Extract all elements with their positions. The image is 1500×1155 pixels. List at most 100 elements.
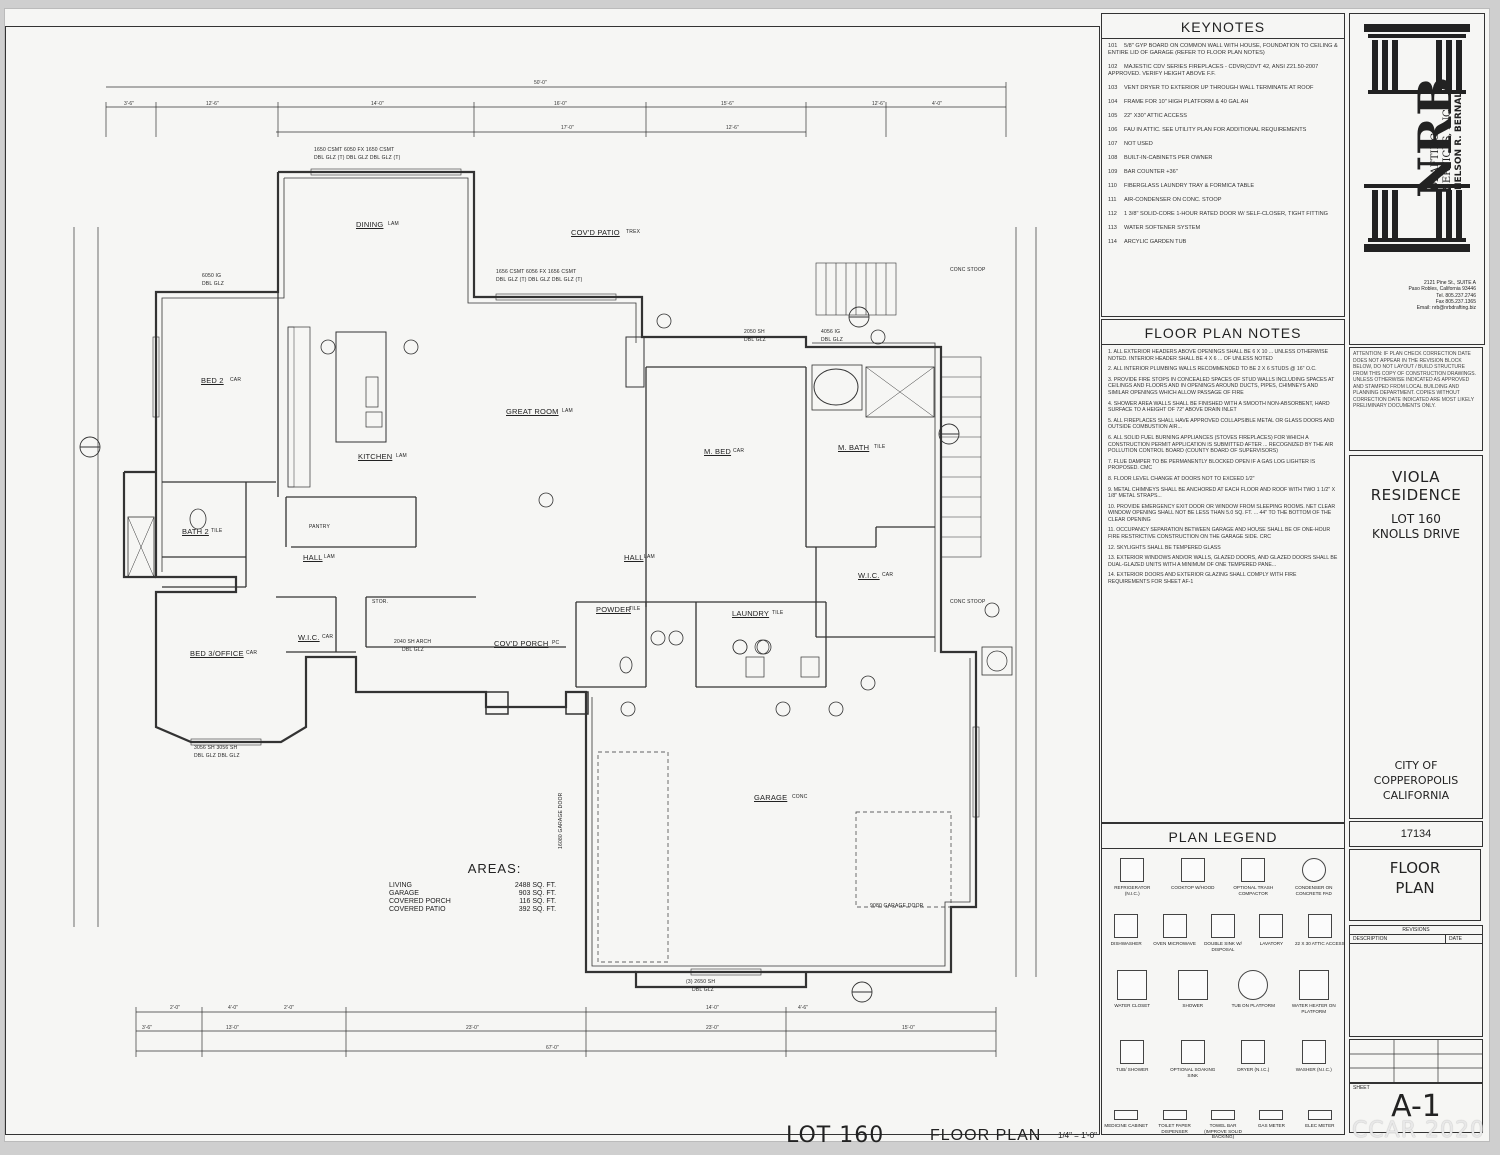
sheet-info-grid (1349, 1039, 1483, 1083)
keynote-text: 1 3/8" SOLID-CORE 1-HOUR RATED DOOR W/ S… (1124, 211, 1329, 217)
legend-label: DOUBLE SINK W/ DISPOSAL (1204, 941, 1242, 952)
firm-name: DRAFTING (1430, 132, 1441, 190)
floor-plan-note: 12. SKYLIGHTS SHALL BE TEMPERED GLASS (1108, 544, 1221, 551)
window-callout: DBL GLZ (T) DBL GLZ DBL GLZ (T) (314, 155, 401, 161)
legend-symbol-icon (1162, 914, 1187, 938)
address-line: Tel. 805.237.2746 (1436, 292, 1476, 299)
window-callout: 4056 IG (821, 329, 841, 335)
legend-symbol-icon (1117, 970, 1148, 1000)
room-finish: CAR (882, 572, 894, 578)
revisions-columns: DESCRIPTION DATE (1350, 935, 1482, 944)
dimension: 17'-0" (561, 125, 574, 131)
legend-symbol-icon (1259, 1110, 1284, 1120)
dimension: 15'-6" (721, 101, 734, 107)
window-callout: DBL GLZ (T) DBL GLZ DBL GLZ (T) (496, 277, 583, 283)
dimension: 2'-0" (170, 1005, 180, 1011)
legend-item: WASHER (N.I.C.) (1289, 1040, 1339, 1073)
room-finish: CAR (230, 377, 242, 383)
legend-symbol-icon (1120, 858, 1145, 882)
plan-legend-title: PLAN LEGEND (1102, 824, 1344, 849)
keynote-text: AIR-CONDENSER ON CONC. STOOP (1124, 197, 1222, 203)
floor-plan-note: 14. EXTERIOR DOORS AND EXTERIOR GLAZING … (1108, 572, 1297, 586)
legend-item: WATER CLOSET (1107, 970, 1157, 1009)
room-label-storage: STOR. (372, 599, 389, 605)
keynote-text: ARCYLIC GARDEN TUB (1124, 239, 1187, 245)
keynote-text: WATER SOFTENER SYSTEM (1124, 225, 1201, 231)
legend-label: DRYER (N.I.C.) (1237, 1067, 1270, 1072)
legend-label: ELEC METER (1305, 1123, 1335, 1128)
keynote-number: 101 (1108, 43, 1118, 49)
keynote-number: 106 (1108, 127, 1118, 133)
drawing-sheet-title: FLOOR PLAN (930, 1127, 1042, 1144)
floor-plan-notes-title: FLOOR PLAN NOTES (1102, 320, 1344, 345)
room-finish: CAR (733, 448, 745, 454)
area-label: COVERED PATIO (389, 906, 446, 913)
floor-plan-note: 2. ALL INTERIOR PLUMBING WALLS RECOMMEND… (1108, 366, 1317, 373)
keynote-text: BUILT-IN-CABINETS PER OWNER (1124, 155, 1213, 161)
floor-plan-notes-list: 1. ALL EXTERIOR HEADERS ABOVE OPENINGS S… (1102, 345, 1344, 594)
legend-symbol-icon (1298, 970, 1329, 1000)
legend-label: WASHER (N.I.C.) (1295, 1067, 1332, 1072)
dimension: 12'-6" (206, 101, 219, 107)
dimension: 4'-6" (798, 1005, 808, 1011)
dimension: 14'-0" (371, 101, 384, 107)
legend-symbol-icon (1259, 914, 1284, 938)
city-line: CALIFORNIA (1382, 789, 1450, 802)
legend-symbol-icon (1307, 914, 1332, 938)
legend-symbol-icon (1301, 858, 1326, 882)
keynote-number: 113 (1108, 225, 1117, 231)
legend-symbol-icon (1241, 1040, 1266, 1064)
room-label-master-bed: M. BED (704, 447, 732, 456)
room-finish: TREX (626, 229, 641, 235)
address-line: Paso Robles, California 93446 (1408, 286, 1476, 293)
dimension: 3'-6" (142, 1025, 152, 1031)
sheet-number-box: SHEET A-1 (1349, 1083, 1483, 1133)
legend-item: TOWEL BAR (IMPROVE SOLID BACKING) (1198, 1110, 1248, 1140)
keynote-text: 5/8" GYP BOARD ON COMMON WALL WITH HOUSE… (1108, 43, 1338, 56)
legend-label: CONDENSER ON CONCRETE PAD (1294, 885, 1333, 896)
conc-stoop-label: CONC STOOP (950, 599, 986, 605)
legend-symbol-icon (1307, 1110, 1332, 1120)
sheet-name: FLOOR PLAN (1349, 849, 1481, 921)
room-finish: CAR (322, 634, 334, 640)
legend-label: SHOWER (1182, 1003, 1204, 1008)
watermark: CCAR 2020 (1351, 1118, 1485, 1143)
floor-plan-note: 9. METAL CHIMNEYS SHALL BE ANCHORED AT E… (1108, 486, 1336, 500)
column-logo-icon (1364, 24, 1470, 252)
dimension: 13'-0" (226, 1025, 239, 1031)
room-label-great-room: GREAT ROOM (506, 407, 559, 416)
project-city: CITY OF COPPEROPOLIS CALIFORNIA (1350, 758, 1482, 803)
floor-plan-note: 1. ALL EXTERIOR HEADERS ABOVE OPENINGS S… (1108, 349, 1329, 362)
legend-label: GAS METER (1257, 1123, 1285, 1128)
keynote-number: 109 (1108, 169, 1118, 175)
sheet-name-line: FLOOR (1389, 859, 1441, 877)
room-label-wic: W.I.C. (298, 633, 320, 642)
legend-item: COOKTOP W/HOOD (1168, 858, 1218, 891)
dimension: 4'-0" (228, 1005, 238, 1011)
keynote-text: FIBERGLASS LAUNDRY TRAY & FORMICA TABLE (1124, 183, 1255, 189)
legend-symbol-icon (1177, 970, 1208, 1000)
room-label-bath-2: BATH 2 (182, 527, 209, 536)
legend-label: TUB ON PLATFORM (1231, 1003, 1275, 1008)
room-finish: PC (552, 640, 560, 646)
room-label-bed-2: BED 2 (201, 376, 224, 385)
floor-plan-note: 6. ALL SOLID FUEL BURNING APPLIANCES (ST… (1108, 434, 1334, 455)
legend-item: GAS METER (1246, 1110, 1296, 1129)
legend-label: MEDICINE CABINET (1104, 1123, 1149, 1128)
legend-item: 22 X 30 ATTIC ACCESS (1295, 914, 1345, 947)
legend-label: 22 X 30 ATTIC ACCESS (1294, 941, 1345, 946)
room-label-bed-3-office: BED 3/OFFICE (190, 649, 244, 658)
firm-principal: NELSON R. BERNAL (1454, 91, 1464, 190)
legend-label: TUB/ SHOWER (1116, 1067, 1149, 1072)
